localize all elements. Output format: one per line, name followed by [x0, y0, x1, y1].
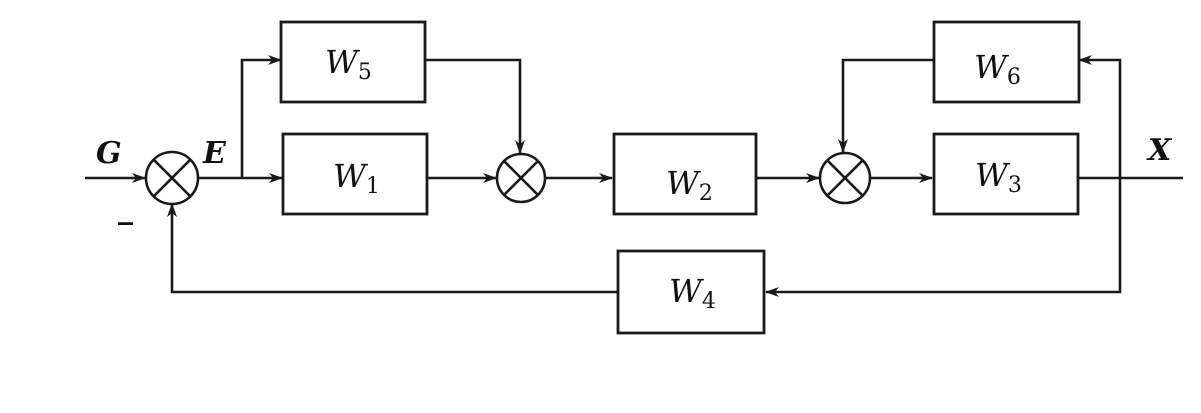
block-w4: W4: [616, 249, 766, 335]
block-w5-base: W: [325, 43, 361, 81]
block-w3-sub: 3: [1008, 173, 1022, 198]
feedback-to-w6-line: [1078, 55, 1122, 178]
svg-text:W5: W5: [325, 43, 372, 85]
input-label: G: [96, 136, 122, 171]
summing-junction-3: [818, 151, 872, 205]
block-w3: W3: [932, 132, 1080, 216]
block-w5: W5: [279, 20, 427, 104]
summing-junction-1: [144, 150, 200, 206]
block-w2-sub: 2: [699, 181, 713, 206]
block-w1-sub: 1: [366, 174, 380, 199]
block-w6: W6: [932, 20, 1081, 104]
feedback-to-w4-line: [765, 178, 1122, 297]
svg-text:W2: W2: [666, 164, 713, 206]
block-w2-base: W: [666, 164, 702, 202]
output-label: X: [1146, 133, 1173, 168]
svg-text:W1: W1: [333, 157, 380, 199]
summing-junction-2: [495, 152, 547, 204]
w4-to-s1-line: [167, 203, 618, 294]
w5-to-s2-line: [425, 58, 525, 154]
minus-sign: _: [118, 191, 133, 226]
error-label: E: [202, 136, 227, 171]
block-w2: W2: [612, 132, 758, 216]
svg-text:W6: W6: [974, 48, 1021, 90]
block-w5-sub: 5: [358, 60, 372, 85]
w6-to-s3-line: [838, 58, 934, 153]
block-w4-base: W: [669, 272, 705, 310]
block-w6-base: W: [974, 48, 1010, 86]
svg-text:W3: W3: [975, 156, 1022, 198]
block-w3-base: W: [975, 156, 1011, 194]
branch-to-w5-line: [240, 55, 282, 178]
block-w1-base: W: [333, 157, 369, 195]
block-w1: W1: [281, 132, 429, 216]
block-w6-sub: 6: [1007, 65, 1021, 90]
block-w4-sub: 4: [702, 289, 716, 314]
svg-text:W4: W4: [669, 272, 716, 314]
